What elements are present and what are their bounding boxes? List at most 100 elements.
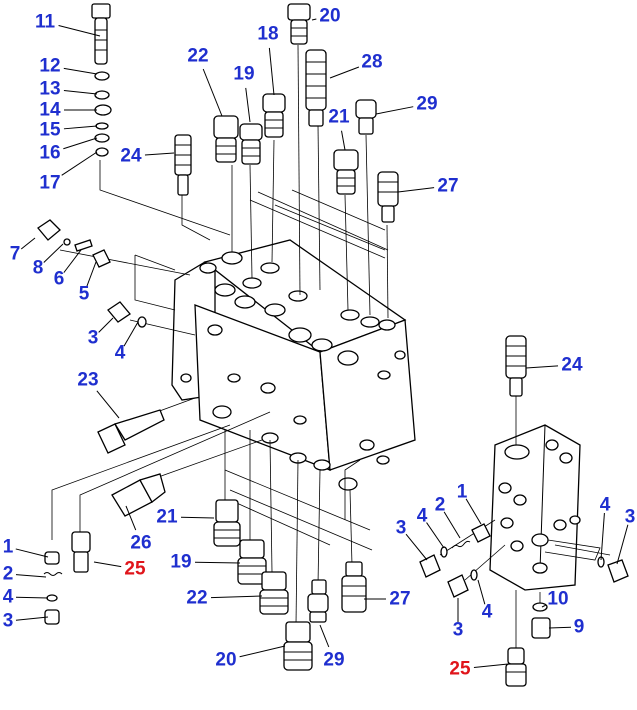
leader-line-3 <box>15 616 49 621</box>
leader-line-4 <box>15 596 49 599</box>
leader-line-3 <box>98 317 114 333</box>
leader-line-23 <box>96 390 120 419</box>
left-stack-1-4 <box>43 551 63 625</box>
valve-25-left <box>71 531 91 573</box>
leader-line-25 <box>473 663 509 669</box>
valve-25-right <box>505 647 527 687</box>
valve-24-right <box>505 335 527 397</box>
callout-3: 3 <box>3 611 14 632</box>
callout-20: 20 <box>319 6 340 27</box>
valve-24-top <box>174 134 192 196</box>
plug-21-top <box>333 149 359 195</box>
leader-line-13 <box>63 89 98 95</box>
callout-24: 24 <box>561 355 583 376</box>
callout-4: 4 <box>482 602 493 623</box>
leader-line-26 <box>125 505 137 531</box>
leader-line-1 <box>15 548 49 558</box>
callout-7: 7 <box>10 244 21 265</box>
callout-2: 2 <box>3 564 14 585</box>
callout-4: 4 <box>417 506 428 527</box>
callout-4: 4 <box>3 587 14 608</box>
callout-25: 25 <box>449 659 471 680</box>
leader-line-22 <box>202 68 223 117</box>
callout-5: 5 <box>79 284 90 305</box>
callout-21: 21 <box>328 107 350 128</box>
left-fittings-3-8 <box>37 219 147 328</box>
leader-line-18 <box>268 47 275 96</box>
callout-24: 24 <box>120 146 142 167</box>
plug-22-top <box>213 115 239 163</box>
callout-6: 6 <box>54 269 65 290</box>
leader-line-19 <box>245 87 251 123</box>
callout-22: 22 <box>187 46 208 67</box>
callout-25: 25 <box>124 559 146 580</box>
leader-line-3 <box>405 533 428 561</box>
leader-line-24 <box>144 152 175 156</box>
leader-line-4 <box>477 579 486 605</box>
leader-line-2 <box>443 511 461 539</box>
solenoid-26 <box>111 473 166 517</box>
leader-line-20 <box>311 18 317 21</box>
callout-26: 26 <box>130 533 151 554</box>
right-valve-block <box>489 424 581 591</box>
leader-line-3 <box>616 524 629 565</box>
leader-line-16 <box>63 137 98 150</box>
leader-line-6 <box>63 249 82 273</box>
callout-29: 29 <box>323 650 344 671</box>
plug-29-bottom <box>307 579 329 623</box>
callout-20: 20 <box>215 650 236 671</box>
spool-11 <box>91 3 111 65</box>
leader-line-4 <box>123 321 139 347</box>
leader-line-25 <box>93 561 122 568</box>
callout-1: 1 <box>457 482 468 503</box>
leader-line-29 <box>319 624 330 648</box>
callout-16: 16 <box>39 143 60 164</box>
assembly-guide-lines <box>51 44 611 650</box>
callout-3: 3 <box>625 507 636 528</box>
leader-line-7 <box>20 237 36 250</box>
callout-27: 27 <box>389 589 410 610</box>
plug-21-bottom <box>213 499 241 547</box>
leader-line-19 <box>194 561 241 564</box>
callout-28: 28 <box>361 52 382 73</box>
sensor-23 <box>97 409 165 454</box>
callout-12: 12 <box>39 56 60 77</box>
callout-27: 27 <box>437 176 458 197</box>
relief-valve-20-bottom <box>283 621 313 671</box>
leader-line-5 <box>86 261 97 287</box>
callout-3: 3 <box>453 620 464 641</box>
leader-line-4 <box>426 522 445 549</box>
plug-18 <box>262 93 286 138</box>
plug-29-top <box>355 99 377 135</box>
callout-17: 17 <box>39 173 60 194</box>
callout-29: 29 <box>416 94 437 115</box>
leader-line-21 <box>180 516 215 519</box>
main-valve-body <box>171 239 416 491</box>
leader-line-15 <box>63 125 98 130</box>
leader-line-20 <box>239 645 286 658</box>
callout-4: 4 <box>600 495 611 516</box>
callout-15: 15 <box>39 120 61 141</box>
valve-28 <box>305 49 327 127</box>
leader-line-4 <box>600 512 605 561</box>
callout-13: 13 <box>39 79 60 100</box>
callout-2: 2 <box>435 495 446 516</box>
callout-21: 21 <box>156 507 178 528</box>
leader-line-12 <box>63 67 98 75</box>
callout-19: 19 <box>170 552 191 573</box>
leader-line-28 <box>329 66 360 79</box>
callout-22: 22 <box>186 588 207 609</box>
plug-22-bottom <box>259 571 289 615</box>
callout-23: 23 <box>77 370 98 391</box>
relief-valve-20-top <box>287 3 311 45</box>
leader-line-10 <box>541 604 546 608</box>
callout-14: 14 <box>39 100 61 121</box>
leader-line-27 <box>397 187 435 193</box>
callout-8: 8 <box>33 258 44 279</box>
valve-27-top <box>377 171 399 223</box>
leader-line-17 <box>61 151 98 176</box>
callout-19: 19 <box>233 64 254 85</box>
callout-18: 18 <box>257 24 278 45</box>
